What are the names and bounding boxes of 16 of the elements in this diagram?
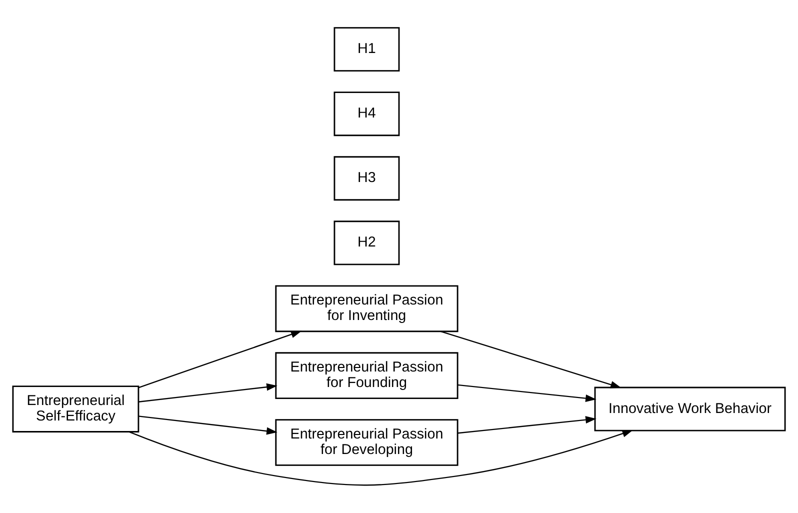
node-box: Entrepreneurial Self-Efficacy	[12, 386, 140, 432]
node-box: H2	[334, 220, 400, 266]
node-box: H1	[334, 27, 400, 72]
arrow	[138, 383, 278, 402]
node-box: H3	[334, 156, 400, 201]
node-box: Innovative Work Behavior	[594, 386, 786, 432]
node-box: Entrepreneurial Passion for Founding	[275, 352, 458, 399]
arrow	[440, 330, 622, 388]
arrow	[129, 430, 634, 486]
arrow	[458, 416, 596, 434]
arrow	[458, 384, 596, 402]
arrow	[138, 330, 302, 388]
node-box: Entrepreneurial Passion for Inventing	[275, 285, 458, 332]
node-box: Entrepreneurial Passion for Developing	[275, 419, 458, 466]
arrow	[138, 416, 278, 435]
node-box: H4	[334, 92, 400, 136]
